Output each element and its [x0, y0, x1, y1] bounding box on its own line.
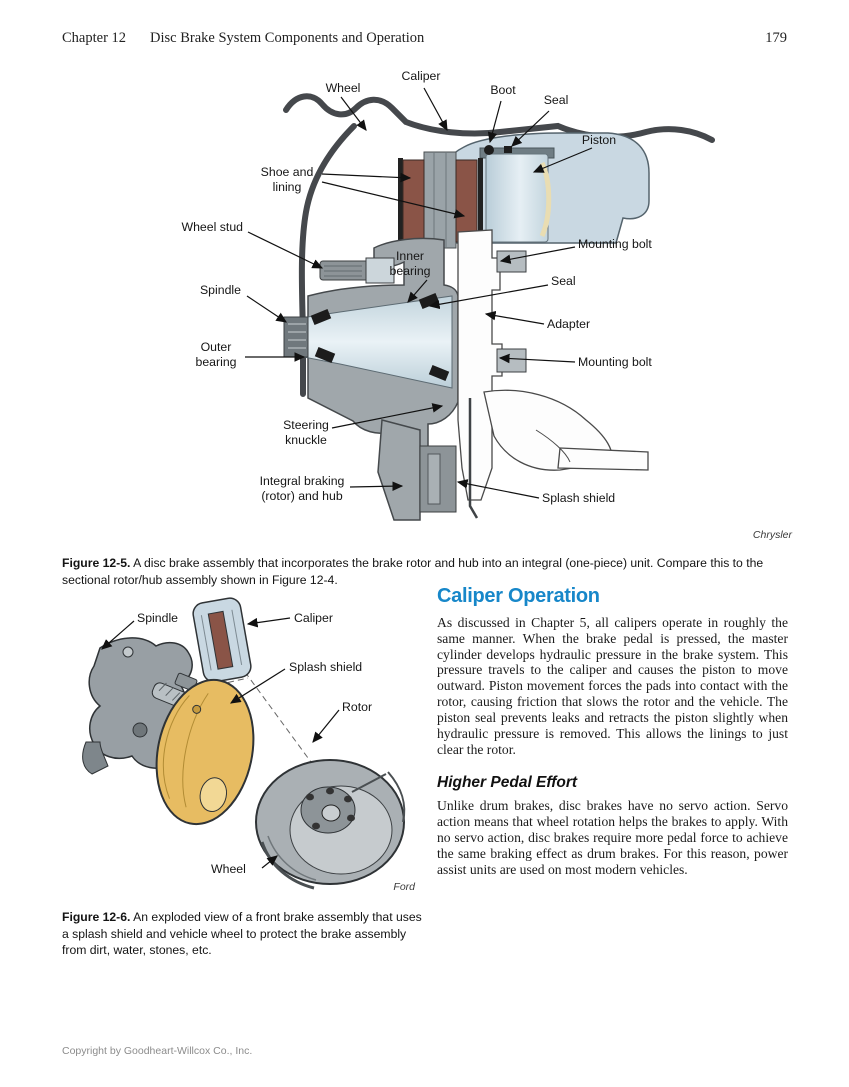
chapter-title: Disc Brake System Components and Operati… [150, 30, 425, 46]
label-outer-bearing: Outer bearing [195, 340, 237, 369]
wheel-rim-shape [283, 93, 715, 143]
label-spindle: Spindle [199, 283, 241, 297]
figure5-attribution: Chrysler [752, 529, 792, 541]
rotor-wheel-shape [255, 759, 406, 890]
page-header: Chapter 12 Disc Brake System Components a… [62, 30, 788, 47]
label-wheel-stud: Wheel stud [181, 220, 243, 234]
adapter-shape [457, 229, 503, 501]
label-caliper-fig6: Caliper [294, 611, 333, 625]
label-mounting-bolt-top: Mounting bolt [578, 237, 652, 251]
figure5-arrows [245, 87, 593, 499]
splash-shield-shape [155, 678, 255, 826]
label-boot: Boot [490, 83, 516, 97]
copyright-footer: Copyright by Goodheart-Willcox Co., Inc. [62, 1045, 253, 1057]
boot-shape [484, 145, 494, 155]
section-heading: Caliper Operation [437, 585, 600, 607]
figure5-caption: Figure 12-5. A disc brake assembly that … [62, 555, 804, 588]
wheel-leg-shape [298, 123, 357, 397]
caliper-exploded-shape [192, 597, 252, 683]
rotor-section [423, 151, 457, 249]
label-seal-top: Seal [543, 93, 569, 107]
label-mounting-bolt-bottom: Mounting bolt [578, 355, 652, 369]
subheading-higher-pedal-effort: Higher Pedal Effort [437, 774, 578, 792]
label-spindle-fig6: Spindle [137, 611, 179, 625]
label-rotor: Rotor [342, 700, 373, 714]
figure6-caption: Figure 12-6. An exploded view of a front… [62, 909, 424, 959]
article-column: Caliper Operation As discussed in Chapte… [437, 586, 788, 878]
chapter-number: Chapter 12 [62, 30, 127, 46]
label-piston: Piston [581, 133, 617, 147]
brake-pad-right [455, 159, 478, 243]
label-steering-knuckle: Steering knuckle [283, 418, 329, 447]
page-number: 179 [765, 30, 787, 46]
label-wheel-fig6: Wheel [211, 862, 246, 876]
figure6-caption-text: An exploded view of a front brake assemb… [62, 910, 422, 958]
figure6-diagram [82, 597, 406, 890]
label-splash-shield-fig5: Splash shield [542, 491, 616, 505]
figure5-caption-label: Figure 12-5. [62, 556, 131, 571]
label-caliper: Caliper [401, 69, 441, 83]
figure6-caption-label: Figure 12-6. [62, 910, 131, 925]
label-inner-bearing: Inner bearing [389, 249, 431, 278]
label-seal-mid: Seal [551, 274, 576, 288]
brake-pad-left [402, 159, 425, 243]
label-integral-hub: Integral braking (rotor) and hub [259, 474, 345, 503]
label-splash-shield-fig6: Splash shield [289, 660, 363, 674]
figure5-caption-text: A disc brake assembly that incorporates … [62, 556, 764, 587]
label-adapter: Adapter [547, 317, 591, 331]
label-shoe-lining: Shoe and lining [260, 165, 314, 194]
figure6-attribution: Ford [393, 881, 415, 893]
figure5-diagram [245, 87, 715, 521]
seal-shape [504, 146, 512, 153]
label-wheel: Wheel [325, 81, 361, 95]
steering-knuckle-shape [377, 419, 421, 521]
splash-shield-edge [468, 398, 479, 519]
bearing-shapes [310, 292, 450, 382]
piston-shape [485, 153, 549, 243]
figure6-arrows [101, 617, 340, 869]
paragraph-higher-pedal-effort: Unlike drum brakes, disc brakes have no … [437, 798, 788, 877]
paragraph-caliper-operation: As discussed in Chapter 5, all calipers … [437, 615, 788, 757]
mounting-bolt-bottom-shape [496, 348, 527, 373]
